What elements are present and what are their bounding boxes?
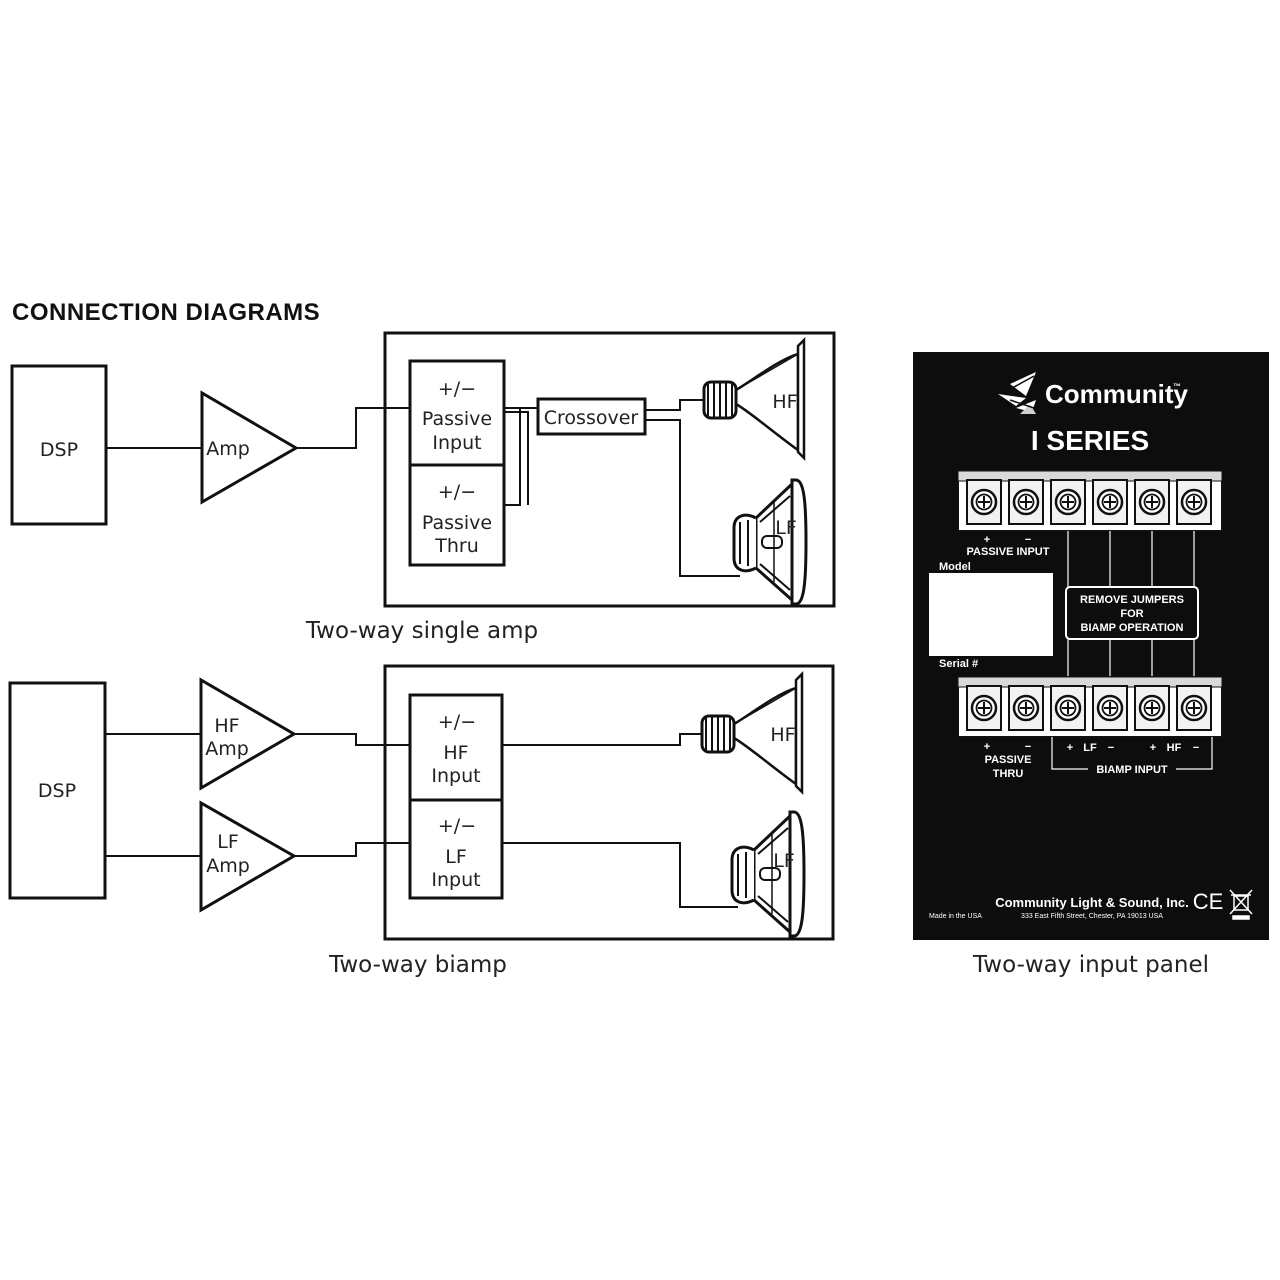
remove-jumpers-box: [1065, 586, 1199, 640]
lf-woofer-icon: [730, 810, 806, 938]
biamp-diagram: DSP HF Amp LF Amp +/− HF Input +/− LF In…: [8, 664, 835, 978]
dsp-label: DSP: [40, 439, 78, 461]
biamp-bracket: [1051, 737, 1213, 770]
terminal-screw-icon: [1175, 478, 1213, 526]
model-serial-plate: [929, 573, 1053, 656]
hf-input-label-1: HF: [443, 742, 468, 764]
amp-triangle: [200, 390, 299, 505]
cabinet-outline: [383, 664, 835, 941]
remove-jumpers-line-2: FOR: [1120, 608, 1143, 620]
passive-input-label-2: Input: [432, 432, 481, 454]
dsp-box: [8, 681, 107, 900]
lf-terminal-label: LF: [1083, 742, 1097, 754]
single-amp-caption: Two-way single amp: [305, 618, 538, 644]
passive-thru-box: [408, 463, 506, 567]
lf-input-polarity: +/−: [438, 815, 476, 837]
bottom-minus-label: −: [1025, 741, 1031, 753]
hf-input-polarity: +/−: [438, 711, 476, 733]
lf-woofer-icon: [732, 478, 808, 606]
amp-to-input-wire: [296, 407, 410, 449]
passive-input-label-1: Passive: [422, 408, 492, 430]
amp-label: Amp: [206, 438, 250, 460]
top-barrier-strip: [957, 470, 1223, 532]
hf-driver-label: HF: [772, 391, 797, 413]
lf-amp-to-input-wire: [294, 842, 410, 857]
top-minus-label: −: [1025, 534, 1031, 546]
terminal-screw-icon: [965, 478, 1003, 526]
crossover-box: [536, 397, 647, 436]
address-label: 333 East Fifth Street, Chester, PA 19013…: [1021, 913, 1163, 920]
cabinet-outline: [383, 331, 836, 608]
hf-amp-label-1: HF: [214, 715, 239, 737]
company-name: Community Light & Sound, Inc.: [995, 895, 1189, 910]
terminal-screw-icon: [1091, 684, 1129, 732]
community-logo-icon: [998, 372, 1036, 414]
dsp-label: DSP: [38, 780, 76, 802]
passive-input-label: PASSIVE INPUT: [967, 546, 1050, 558]
hf-minus-label: −: [1193, 742, 1199, 754]
hf-input-to-driver-wire: [502, 733, 706, 746]
passive-thru-polarity: +/−: [438, 481, 476, 503]
lf-minus-label: −: [1108, 742, 1114, 754]
terminal-screw-icon: [1049, 684, 1087, 732]
bottom-barrier-strip: [957, 676, 1223, 738]
biamp-input-label: BIAMP INPUT: [1096, 764, 1168, 776]
made-in-label: Made in the USA: [929, 913, 982, 920]
lf-input-to-driver-wire: [502, 842, 738, 908]
passive-thru-label-1: PASSIVE: [985, 754, 1032, 766]
passive-thru-label-1: Passive: [422, 512, 492, 534]
lf-amp-label-2: Amp: [206, 855, 250, 877]
crossover-to-hf-wire: [645, 399, 708, 411]
terminal-screw-icon: [1007, 684, 1045, 732]
crossover-to-lf-wire: [645, 419, 740, 577]
terminal-screw-icon: [1133, 684, 1171, 732]
thru-parallel-wire-1: [504, 408, 521, 506]
remove-jumpers-line-1: REMOVE JUMPERS: [1080, 594, 1184, 606]
lf-input-label-2: Input: [431, 869, 480, 891]
passive-thru-label-2: Thru: [434, 535, 479, 557]
remove-jumpers-line-3: BIAMP OPERATION: [1081, 622, 1184, 634]
lf-driver-label: LF: [775, 517, 797, 539]
weee-bin-icon: [1229, 889, 1253, 920]
terminal-screw-icon: [1049, 478, 1087, 526]
hf-amp-triangle: [199, 677, 297, 791]
model-label: Model: [939, 561, 971, 573]
panel-caption: Two-way input panel: [972, 952, 1209, 978]
lf-input-box: [408, 798, 504, 900]
input-panel: Community ™ I SERIES + − PASSIVE INPUT M…: [913, 352, 1269, 978]
lf-amp-triangle: [199, 800, 298, 913]
thru-parallel-wire-2: [504, 411, 529, 505]
terminal-screw-icon: [1175, 684, 1213, 732]
ce-mark: CE: [1193, 889, 1224, 914]
brand-name: Community: [1045, 379, 1189, 409]
lf-amp-label-1: LF: [217, 831, 239, 853]
bottom-plus-label: +: [984, 741, 990, 753]
series-name: I SERIES: [1031, 425, 1149, 456]
biamp-caption: Two-way biamp: [328, 952, 507, 978]
hf-input-label-2: Input: [431, 765, 480, 787]
passive-thru-label-2: THRU: [993, 768, 1024, 780]
lf-plus-label: +: [1067, 742, 1073, 754]
terminal-screw-icon: [965, 684, 1003, 732]
brand-trademark: ™: [1173, 382, 1181, 391]
terminal-screw-icon: [1133, 478, 1171, 526]
lf-driver-label: LF: [773, 850, 795, 872]
single-amp-diagram: DSP Amp +/− Passive Input +/− Passive Th…: [10, 331, 836, 644]
hf-terminal-label: HF: [1167, 742, 1182, 754]
terminal-screw-icon: [1007, 478, 1045, 526]
hf-input-box: [408, 693, 504, 802]
serial-label: Serial #: [939, 658, 978, 670]
crossover-label: Crossover: [544, 407, 639, 429]
hf-plus-label: +: [1150, 742, 1156, 754]
top-plus-label: +: [984, 534, 990, 546]
hf-driver-label: HF: [770, 724, 795, 746]
hf-amp-to-input-wire: [294, 733, 410, 746]
diagram-heading: CONNECTION DIAGRAMS: [12, 299, 320, 326]
dsp-box: [10, 364, 108, 526]
hf-amp-label-2: Amp: [205, 738, 249, 760]
lf-input-label-1: LF: [445, 846, 467, 868]
terminal-screw-icon: [1091, 478, 1129, 526]
passive-input-polarity: +/−: [438, 378, 476, 400]
